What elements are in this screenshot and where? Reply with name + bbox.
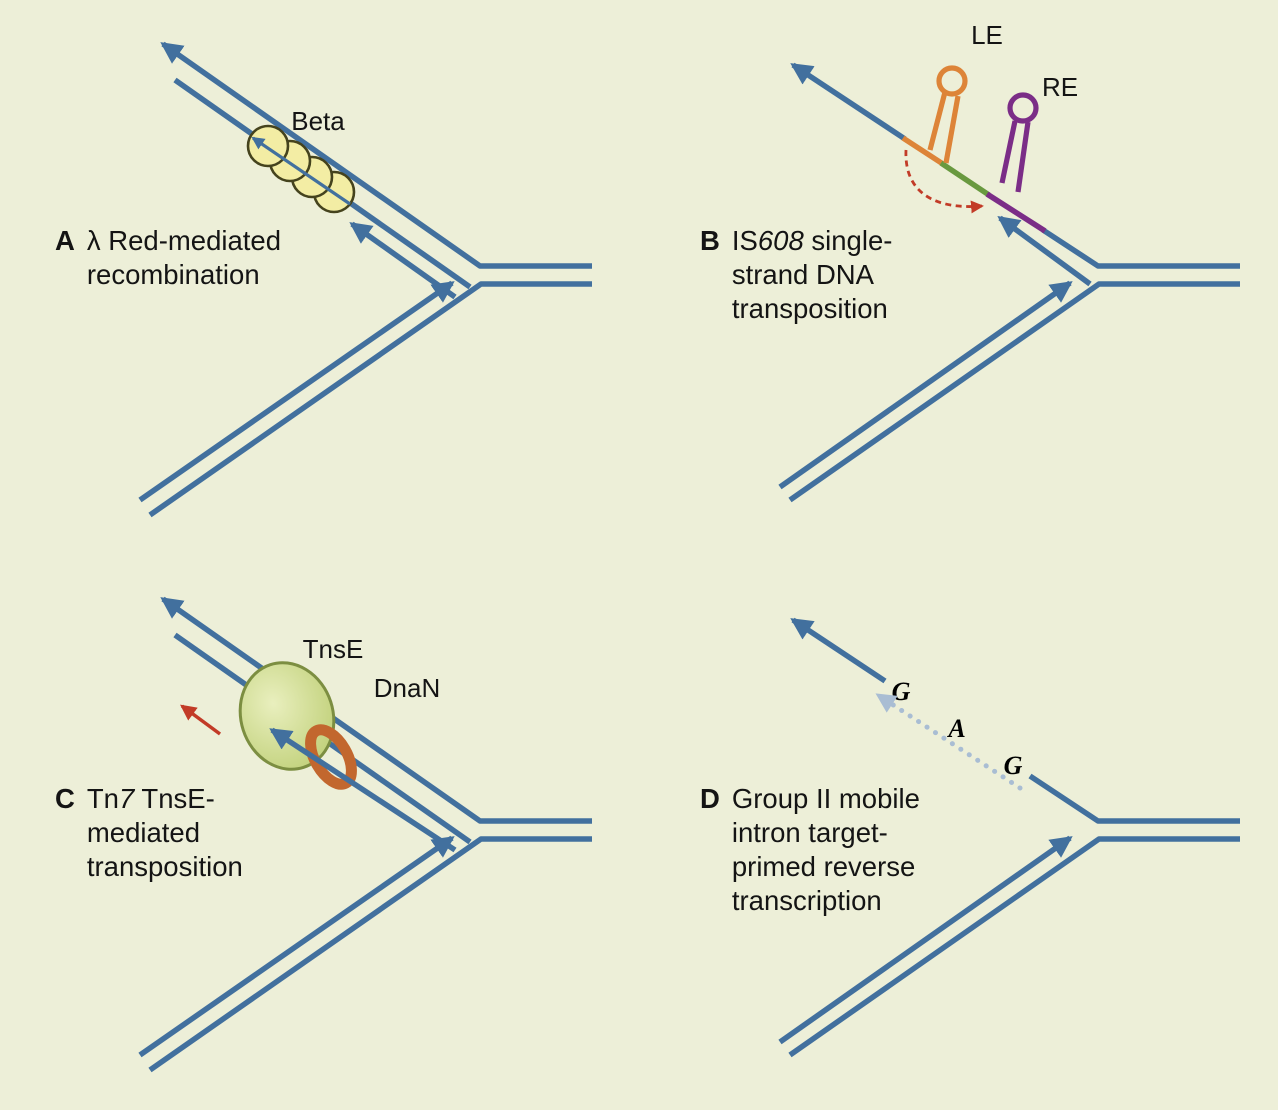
caption-panel-c: C Tn7 TnsE- mediated transposition	[55, 782, 243, 884]
intron-base-g1: G	[892, 677, 911, 706]
intron-rna-dash	[915, 700, 941, 717]
fork-b-parental-top-strand	[1041, 227, 1240, 269]
panel-a-fork: Beta	[138, 41, 592, 518]
caption-c-line2: mediated	[86, 817, 201, 848]
transposition-direction-arrow	[180, 704, 222, 736]
fork-c-parental-bottom-strand	[148, 836, 592, 1073]
fork-c-nascent-leading-strand	[269, 727, 457, 853]
le-hairpin-stem	[943, 95, 961, 164]
fork-a-bottom-nascent-strand	[138, 280, 455, 503]
dnan-clamp-ring	[305, 724, 357, 790]
fork-d-parental-top-strand	[1028, 773, 1240, 824]
fork-b-parental-bottom-strand	[788, 281, 1240, 503]
re-hairpin-stem	[999, 120, 1018, 184]
caption-panel-a: A λ Red-mediated recombination	[55, 224, 281, 292]
panel-letter-a: A	[55, 225, 75, 256]
intron-base-a: A	[946, 714, 965, 743]
panel-letter-b: B	[700, 225, 720, 256]
fork-d-arm-distal-strand	[790, 617, 887, 684]
panel-c-fork: TnsE DnaN	[138, 596, 592, 1073]
fork-a-parental-top-and-lagging-arm-strand	[160, 41, 592, 269]
caption-d-line2: intron target-	[731, 817, 888, 848]
caption-d-line3: primed reverse	[731, 851, 916, 882]
dnan-label: DnaN	[374, 673, 440, 703]
fork-c-bottom-nascent-strand	[138, 835, 455, 1058]
re-hairpin-stem	[1015, 121, 1031, 193]
caption-b-line1: IS608 single-	[731, 225, 893, 256]
fork-d-bottom-nascent-strand	[778, 835, 1073, 1045]
le-hairpin-loop	[936, 65, 968, 97]
fork-b-lagging-arm-distal-strand	[790, 62, 907, 142]
re-hairpin-loop	[1007, 92, 1039, 124]
tnse-protein-blob	[238, 661, 336, 771]
panel-d-fork: G A G	[778, 617, 1240, 1058]
le-label: LE	[971, 20, 1003, 50]
caption-panel-b: B IS608 single- strand DNA transposition	[700, 224, 892, 326]
re-label: RE	[1042, 72, 1078, 102]
caption-b-line2: strand DNA	[731, 259, 875, 290]
caption-a-line2: recombination	[86, 259, 260, 290]
caption-d-line4: transcription	[731, 885, 882, 916]
nascent-cdna-dotted-arrow	[875, 692, 1023, 791]
intron-base-g2: G	[1004, 751, 1023, 780]
tnse-label: TnsE	[303, 634, 364, 664]
transposition-target-arrow	[904, 149, 984, 214]
fork-b-bottom-nascent-strand	[778, 280, 1073, 490]
panel-letter-d: D	[700, 783, 720, 814]
caption-d-line1: Group II mobile	[731, 783, 920, 814]
caption-c-line1: Tn7 TnsE-	[86, 783, 215, 814]
fork-a-parental-bottom-strand	[148, 281, 592, 518]
caption-b-line3: transposition	[731, 293, 888, 324]
caption-c-line3: transposition	[86, 851, 243, 882]
beta-label: Beta	[291, 106, 345, 136]
caption-a-line1: λ Red-mediated	[86, 225, 281, 256]
fork-d-parental-bottom-strand	[788, 836, 1240, 1058]
beta-protein-bead	[246, 124, 290, 168]
caption-panel-d: D Group II mobile intron target- primed …	[700, 782, 920, 918]
panel-b-fork: LE RE	[778, 20, 1240, 503]
is608-donor-joint-segment	[939, 160, 991, 198]
is608-re-strand-segment	[985, 191, 1047, 234]
fork-b-nascent-leading-strand	[997, 215, 1092, 287]
intron-rna-dash	[971, 737, 997, 754]
panel-letter-c: C	[55, 783, 75, 814]
beta-bound-ssdna-arrow	[251, 136, 351, 206]
le-hairpin-stem	[927, 91, 948, 151]
is608-le-strand-segment	[901, 135, 945, 167]
